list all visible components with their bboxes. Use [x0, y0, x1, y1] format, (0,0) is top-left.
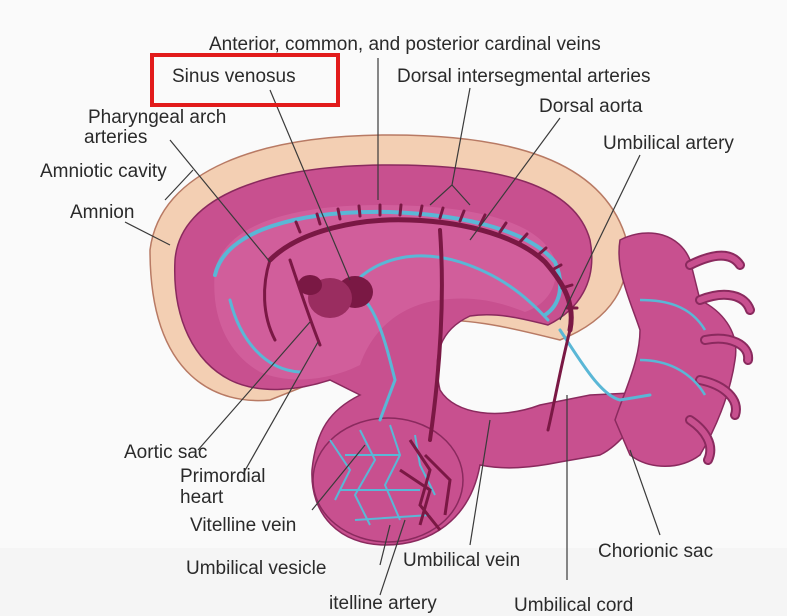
label-cardinal-veins: Anterior, common, and posterior cardinal…	[209, 34, 601, 55]
label-primordial: Primordial	[180, 466, 266, 487]
label-dorsal-aorta: Dorsal aorta	[539, 96, 643, 117]
label-umbilical-vein: Umbilical vein	[403, 550, 520, 571]
label-aortic-sac: Aortic sac	[124, 442, 207, 463]
label-vitelline-artery: itelline artery	[329, 593, 437, 614]
label-umbilical-vesicle: Umbilical vesicle	[186, 558, 326, 579]
label-amniotic-cavity: Amniotic cavity	[40, 161, 167, 182]
label-pharyngeal-arteries: arteries	[84, 127, 147, 148]
label-amnion: Amnion	[70, 202, 134, 223]
label-chorionic-sac: Chorionic sac	[598, 541, 713, 562]
label-umbilical-cord: Umbilical cord	[514, 595, 633, 616]
label-primordial-heart: heart	[180, 487, 224, 508]
label-umbilical-artery: Umbilical artery	[603, 133, 734, 154]
label-sinus-venosus: Sinus venosus	[172, 66, 296, 87]
label-vitelline-vein: Vitelline vein	[190, 515, 296, 536]
label-pharyngeal-arch: Pharyngeal arch	[88, 107, 226, 128]
umbilical-vesicle	[313, 418, 463, 542]
label-dorsal-intersegmental-arteries: Dorsal intersegmental arteries	[397, 66, 650, 87]
chorionic-sac	[615, 233, 750, 466]
